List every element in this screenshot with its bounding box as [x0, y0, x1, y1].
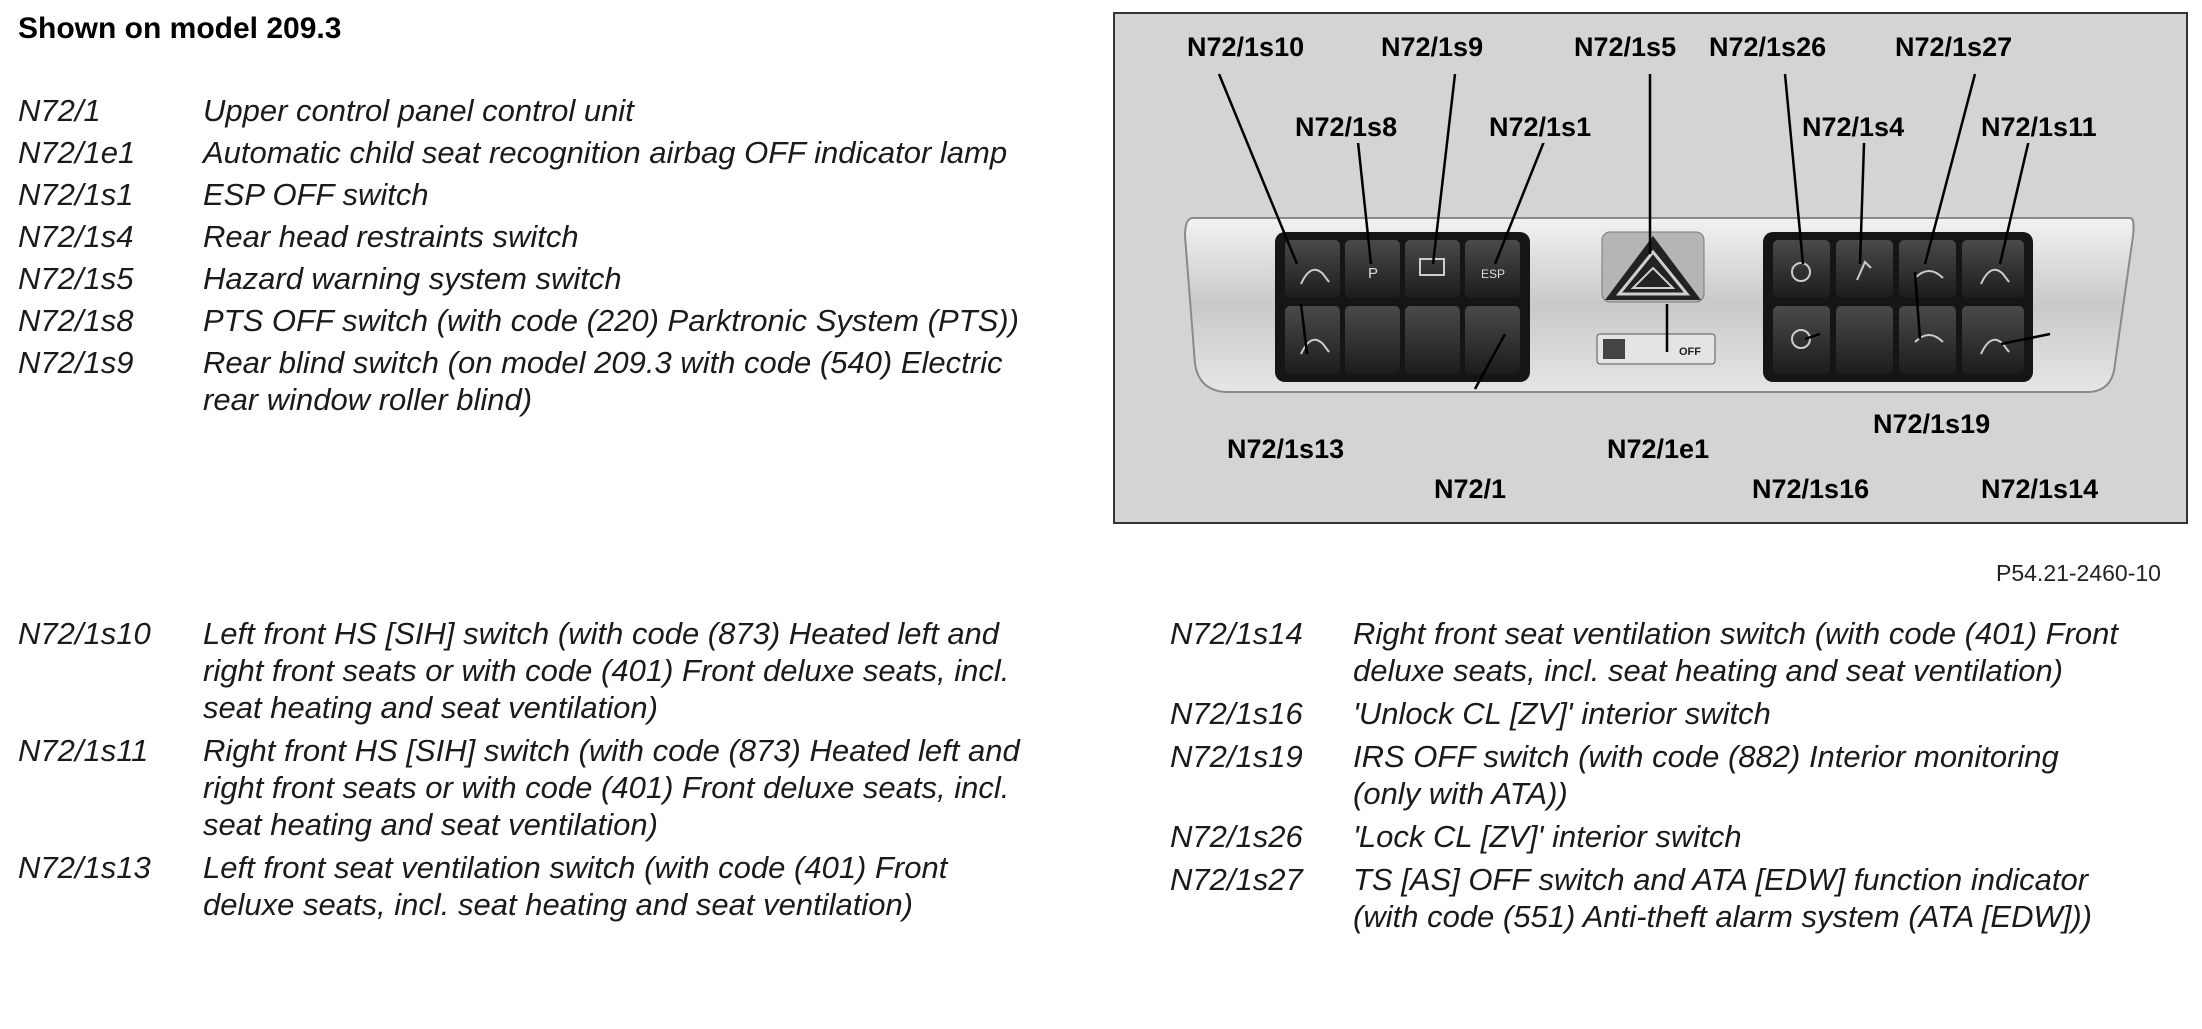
- pts-off-button[interactable]: [1345, 240, 1400, 298]
- callout-n72-1s19: N72/1s19: [1869, 409, 1995, 440]
- callout-n72-1s16: N72/1s16: [1748, 474, 1874, 505]
- legend-desc: Left front seat ventilation switch (with…: [203, 850, 948, 922]
- callout-n72-1s27: N72/1s27: [1891, 32, 2017, 63]
- legend-item: N72/1 Upper control panel control unit: [18, 92, 1023, 129]
- blank-button: [1465, 306, 1520, 374]
- legend-code: N72/1s11: [18, 733, 149, 768]
- page-heading: Shown on model 209.3: [18, 12, 342, 45]
- legend-item: N72/1s5 Hazard warning system switch: [18, 260, 1023, 297]
- legend-code: N72/1: [18, 93, 101, 128]
- hazard-triangle-icon: [1615, 249, 1691, 296]
- legend-code: N72/1s4: [18, 219, 134, 254]
- ts-off-button[interactable]: [1899, 240, 1956, 298]
- control-panel-figure: OFF P ESP: [1113, 12, 2188, 524]
- legend-desc: IRS OFF switch (with code (882) Interior…: [1353, 739, 2059, 811]
- legend-desc: PTS OFF switch (with code (220) Parktron…: [203, 303, 1019, 338]
- blind-icon: [1419, 258, 1445, 276]
- lock-cl-button[interactable]: [1773, 240, 1830, 298]
- legend-desc: Upper control panel control unit: [203, 93, 634, 128]
- seat-vent-icon: [1300, 338, 1330, 355]
- legend-code: N72/1s13: [18, 850, 151, 885]
- legend-desc: Rear head restraints switch: [203, 219, 579, 254]
- legend-top: N72/1 Upper control panel control unit N7…: [18, 92, 1023, 423]
- legend-desc: ESP OFF switch: [203, 177, 429, 212]
- legend-item: N72/1s13 Left front seat ventilation swit…: [18, 849, 1023, 923]
- legend-desc: TS [AS] OFF switch and ATA [EDW] functio…: [1353, 862, 2092, 934]
- callout-n72-1s26: N72/1s26: [1705, 32, 1831, 63]
- unlock-icon: [1791, 329, 1811, 349]
- callout-n72-1s4: N72/1s4: [1798, 112, 1909, 143]
- legend-code: N72/1s8: [18, 303, 134, 338]
- legend-desc: 'Lock CL [ZV]' interior switch: [1353, 819, 1742, 854]
- legend-bottom-left: N72/1s10 Left front HS [SIH] switch (with…: [18, 615, 1023, 929]
- pts-icon: P: [1368, 265, 1378, 282]
- seat-heat-icon: [1980, 268, 2010, 285]
- callout-n72-1s8: N72/1s8: [1291, 112, 1402, 143]
- child-seat-icon: [1603, 339, 1625, 359]
- seat-heat-icon: [1300, 268, 1330, 285]
- legend-desc: Automatic child seat recognition airbag …: [203, 135, 1008, 170]
- legend-code: N72/1s10: [18, 616, 151, 651]
- unlock-cl-button[interactable]: [1773, 306, 1830, 374]
- legend-item: N72/1s9 Rear blind switch (on model 209.3…: [18, 344, 1023, 418]
- legend-code: N72/1s14: [1170, 616, 1303, 651]
- callout-n72-1s1: N72/1s1: [1485, 112, 1596, 143]
- airbag-off-indicator: [1596, 333, 1716, 365]
- irs-off-button[interactable]: [1899, 306, 1956, 374]
- callout-n72-1s9: N72/1s9: [1377, 32, 1488, 63]
- legend-desc: Right front seat ventilation switch (wit…: [1353, 616, 2119, 688]
- callout-n72-1s5: N72/1s5: [1570, 32, 1681, 63]
- headrest-icon: [1856, 260, 1872, 281]
- legend-item: N72/1s8 PTS OFF switch (with code (220) P…: [18, 302, 1023, 339]
- legend-item: N72/1s1 ESP OFF switch: [18, 176, 1023, 213]
- legend-code: N72/1e1: [18, 135, 136, 170]
- blank-button: [1405, 306, 1460, 374]
- legend-item: N72/1s4 Rear head restraints switch: [18, 218, 1023, 255]
- control-panel-illustration: OFF P ESP: [1183, 73, 2135, 393]
- legend-desc: 'Unlock CL [ZV]' interior switch: [1353, 696, 1771, 731]
- esp-icon: ESP: [1481, 267, 1505, 281]
- callout-n72-1s11: N72/1s11: [1977, 112, 2101, 143]
- legend-code: N72/1s19: [1170, 739, 1303, 774]
- lock-icon: [1791, 262, 1811, 282]
- legend-item: N72/1s14 Right front seat ventilation swi…: [1170, 615, 2133, 689]
- callout-n72-1: N72/1: [1430, 474, 1511, 505]
- alarm-icon: [1914, 270, 1944, 279]
- blank-button: [1836, 306, 1893, 374]
- rear-headrest-button[interactable]: [1836, 240, 1893, 298]
- legend-code: N72/1s26: [1170, 819, 1303, 854]
- blank-button: [1345, 306, 1400, 374]
- legend-item: N72/1e1 Automatic child seat recognition …: [18, 134, 1023, 171]
- legend-bottom-right: N72/1s14 Right front seat ventilation swi…: [1170, 615, 2133, 941]
- legend-item: N72/1s27 TS [AS] OFF switch and ATA [EDW]…: [1170, 861, 2133, 935]
- callout-n72-1s13: N72/1s13: [1223, 434, 1349, 465]
- rear-blind-button[interactable]: [1405, 240, 1460, 298]
- legend-code: N72/1s27: [1170, 862, 1303, 897]
- legend-item: N72/1s26 'Lock CL [ZV]' interior switch: [1170, 818, 2133, 855]
- figure-reference: P54.21-2460-10: [1996, 560, 2161, 586]
- legend-desc: Rear blind switch (on model 209.3 with c…: [203, 345, 1003, 417]
- legend-item: N72/1s16 'Unlock CL [ZV]' interior switch: [1170, 695, 2133, 732]
- legend-desc: Right front HS [SIH] switch (with code (…: [203, 733, 1020, 842]
- legend-item: N72/1s11 Right front HS [SIH] switch (wit…: [18, 732, 1023, 843]
- airbag-off-text: OFF: [1679, 346, 1701, 358]
- irs-icon: [1914, 334, 1944, 343]
- legend-item: N72/1s19 IRS OFF switch (with code (882) …: [1170, 738, 2133, 812]
- esp-off-button[interactable]: [1465, 240, 1520, 298]
- legend-code: N72/1s16: [1170, 696, 1303, 731]
- callout-n72-1s14: N72/1s14: [1977, 474, 2103, 505]
- callout-n72-1e1: N72/1e1: [1603, 434, 1714, 465]
- hazard-inner-icon: [1630, 266, 1676, 289]
- legend-code: N72/1s9: [18, 345, 134, 380]
- legend-desc: Hazard warning system switch: [203, 261, 622, 296]
- legend-desc: Left front HS [SIH] switch (with code (8…: [203, 616, 1010, 725]
- legend-code: N72/1s5: [18, 261, 134, 296]
- legend-code: N72/1s1: [18, 177, 134, 212]
- left-seat-heat-button[interactable]: [1285, 240, 1340, 298]
- legend-item: N72/1s10 Left front HS [SIH] switch (with…: [18, 615, 1023, 726]
- callout-n72-1s10: N72/1s10: [1183, 32, 1309, 63]
